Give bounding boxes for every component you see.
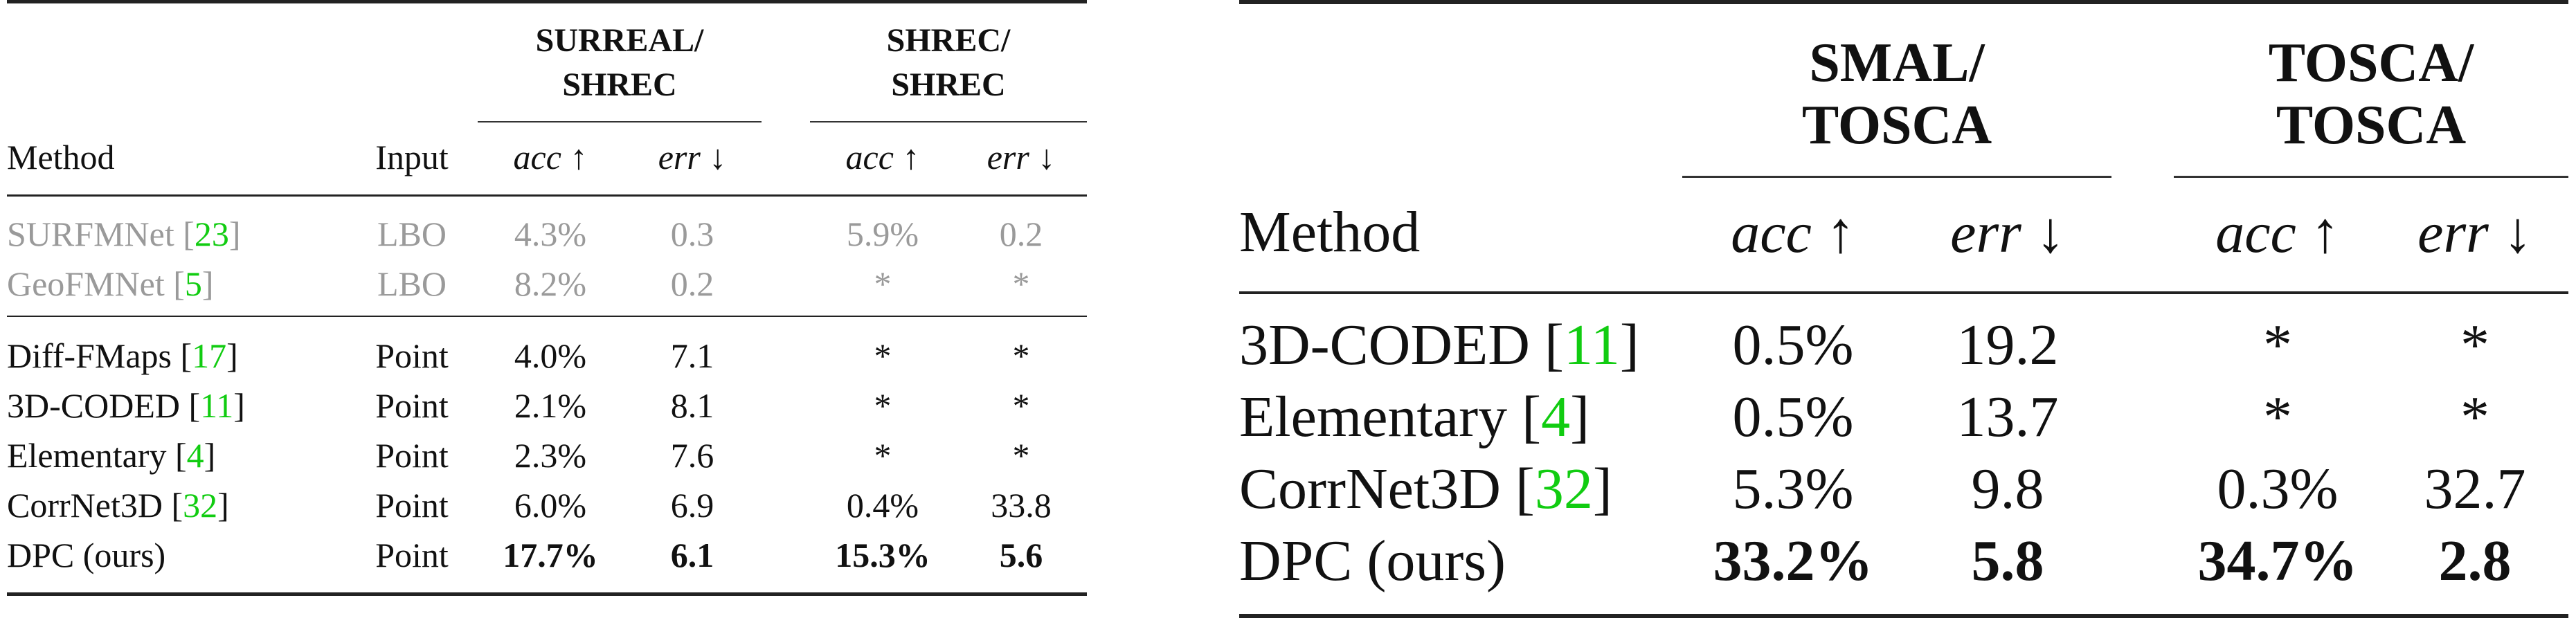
table-row: GeoFMNet [5] LBO 8.2% 0.2 * *: [7, 259, 1087, 317]
table-row: 3D-CODED [11] Point 2.1% 8.1 * *: [7, 381, 1087, 430]
citation-link[interactable]: 5: [184, 264, 202, 303]
left-group1-header: SURREAL/SHREC: [478, 0, 762, 122]
right-col-acc1: acc ↑: [1682, 176, 1904, 294]
citation-link[interactable]: 11: [200, 386, 234, 425]
left-col-acc1: acc ↑: [478, 122, 623, 197]
method-cell: DPC (ours): [7, 530, 346, 596]
citation-link[interactable]: 23: [194, 215, 229, 253]
method-cell: CorrNet3D [32]: [7, 486, 229, 525]
right-table: SMAL/TOSCA TOSCA/TOSCA Method acc ↑ err …: [1239, 0, 2568, 618]
table-row: SURFMNet [23] LBO 4.3% 0.3 5.9% 0.2: [7, 196, 1087, 260]
citation-link[interactable]: 32: [183, 486, 218, 525]
right-col-acc2: acc ↑: [2174, 176, 2381, 294]
right-group2-header: TOSCA/TOSCA: [2174, 0, 2568, 178]
citation-link[interactable]: 4: [186, 436, 204, 475]
table-row: Elementary [4] 0.5% 13.7 * *: [1239, 381, 2568, 453]
citation-link[interactable]: 11: [1563, 313, 1620, 377]
right-col-method: Method: [1239, 176, 1682, 294]
left-group2-header: SHREC/SHREC: [810, 0, 1087, 122]
citation-link[interactable]: 17: [192, 336, 227, 375]
left-col-err1: err ↓: [623, 122, 762, 197]
table-row: 3D-CODED [11] 0.5% 19.2 * *: [1239, 293, 2568, 381]
method-cell: Elementary [4]: [1239, 385, 1590, 449]
left-results-table: SURREAL/SHREC SHREC/SHREC Method Input a…: [7, 0, 1087, 613]
citation-link[interactable]: 4: [1541, 385, 1571, 449]
left-col-input: Input: [346, 122, 478, 197]
left-col-err2: err ↓: [955, 122, 1087, 197]
table-row-ours: DPC (ours) 33.2% 5.8 34.7% 2.8: [1239, 525, 2568, 618]
left-empty-head: [7, 0, 346, 122]
table-row: Elementary [4] Point 2.3% 7.6 * *: [7, 430, 1087, 480]
method-cell: 3D-CODED [11]: [1239, 313, 1639, 377]
right-group1-header: SMAL/TOSCA: [1682, 0, 2111, 178]
method-cell: CorrNet3D [32]: [1239, 457, 1612, 521]
method-cell: SURFMNet [23]: [7, 215, 241, 253]
table-row-ours: DPC (ours) Point 17.7% 6.1 15.3% 5.6: [7, 530, 1087, 596]
right-col-err2: err ↓: [2381, 176, 2568, 294]
table-row: Diff-FMaps [17] Point 4.0% 7.1 * *: [7, 316, 1087, 381]
method-cell: Diff-FMaps [17]: [7, 336, 238, 375]
method-cell: DPC (ours): [1239, 525, 1682, 618]
method-cell: Elementary [4]: [7, 436, 216, 475]
left-table: SURREAL/SHREC SHREC/SHREC Method Input a…: [7, 0, 1087, 596]
table-row: CorrNet3D [32] 5.3% 9.8 0.3% 32.7: [1239, 453, 2568, 525]
right-col-err1: err ↓: [1904, 176, 2111, 294]
method-cell: 3D-CODED [11]: [7, 386, 245, 425]
method-cell: GeoFMNet [5]: [7, 259, 346, 317]
citation-link[interactable]: 32: [1534, 457, 1593, 521]
left-col-acc2: acc ↑: [810, 122, 955, 197]
table-row: CorrNet3D [32] Point 6.0% 6.9 0.4% 33.8: [7, 480, 1087, 530]
right-results-table: SMAL/TOSCA TOSCA/TOSCA Method acc ↑ err …: [1239, 0, 2568, 618]
left-col-method: Method: [7, 122, 346, 197]
